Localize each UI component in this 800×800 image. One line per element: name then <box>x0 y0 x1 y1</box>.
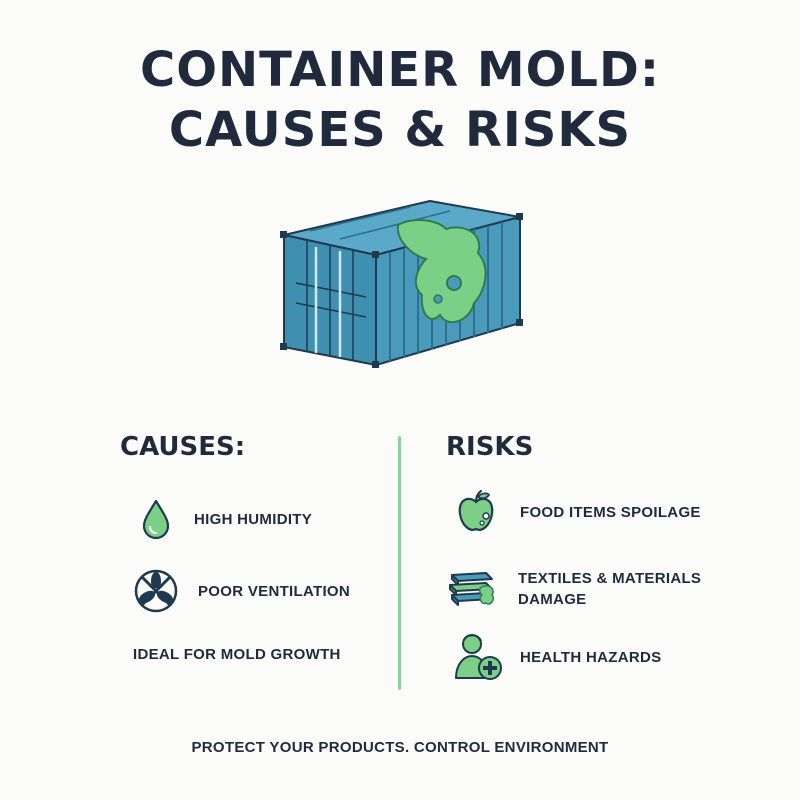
cause-label-mold-growth: IDEAL FOR MOLD GROWTH <box>133 646 341 663</box>
cause-item-humidity: HIGH HUMIDITY <box>132 495 312 543</box>
page-title: CONTAINER MOLD: CAUSES & RISKS <box>0 40 800 160</box>
risk-item-food: FOOD ITEMS SPOILAGE <box>452 488 701 536</box>
risk-item-textiles: TEXTILES & MATERIALS DAMAGE <box>446 565 701 613</box>
risk-label-food: FOOD ITEMS SPOILAGE <box>520 503 701 521</box>
risk-label-health: HEALTH HAZARDS <box>520 648 662 666</box>
no-fan-icon <box>134 569 178 613</box>
cause-item-ventilation: POOR VENTILATION <box>132 567 350 615</box>
risk-label-textiles-line-2: DAMAGE <box>518 591 587 608</box>
title-line-2: CAUSES & RISKS <box>168 102 632 158</box>
risk-label-textiles-line-1: TEXTILES & MATERIALS <box>518 570 702 587</box>
column-divider <box>398 436 401 690</box>
risk-item-health: HEALTH HAZARDS <box>452 630 661 684</box>
apple-icon <box>458 489 494 531</box>
health-person-icon <box>455 634 502 680</box>
cause-label-humidity: HIGH HUMIDITY <box>194 510 313 528</box>
risks-heading: RISKS <box>446 432 534 462</box>
cause-label-ventilation: POOR VENTILATION <box>198 582 351 600</box>
cause-item-mold-growth: IDEAL FOR MOLD GROWTH <box>133 644 341 665</box>
causes-heading: CAUSES: <box>120 432 246 462</box>
footer-tagline: PROTECT YOUR PRODUCTS. CONTROL ENVIRONME… <box>191 739 609 756</box>
title-line-1: CONTAINER MOLD: <box>139 42 661 98</box>
textiles-icon <box>449 572 495 606</box>
risk-label-textiles: TEXTILES & MATERIALS DAMAGE <box>518 568 701 610</box>
water-drop-icon <box>142 499 170 540</box>
moldy-shipping-container-icon <box>280 200 523 368</box>
